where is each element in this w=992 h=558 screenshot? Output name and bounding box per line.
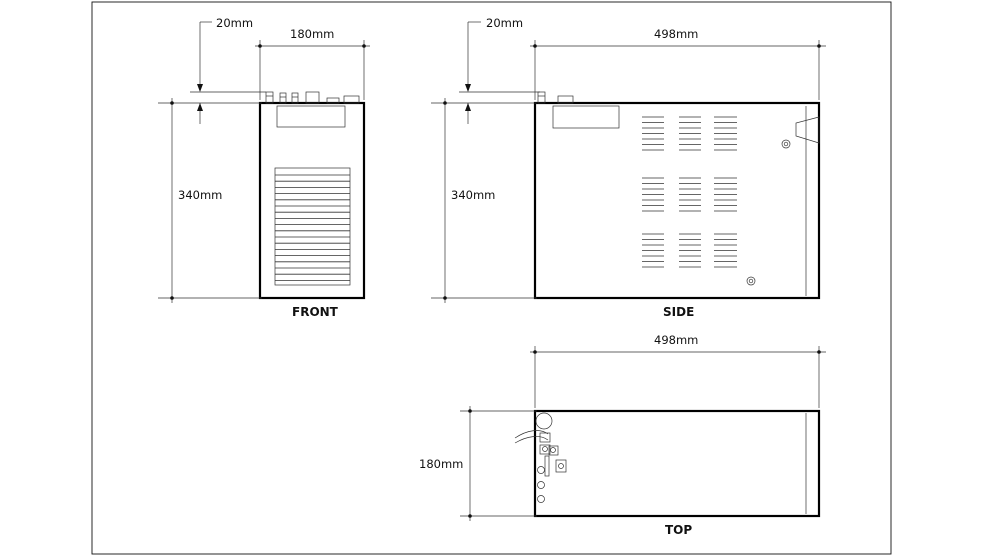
top-length-label: 498mm xyxy=(654,333,698,347)
top-body xyxy=(533,409,821,518)
front-grille-lines xyxy=(275,174,350,281)
side-screw-bottom xyxy=(746,276,756,286)
side-offset-dimension: 20mm xyxy=(459,16,540,124)
side-body xyxy=(533,101,821,300)
front-height-label: 340mm xyxy=(178,188,222,202)
front-body xyxy=(258,101,366,300)
front-width-dimension: 180mm xyxy=(255,27,370,100)
page-border xyxy=(91,1,892,555)
side-title: SIDE xyxy=(663,305,694,319)
side-height-dimension: 340mm xyxy=(431,98,537,303)
side-handle xyxy=(795,116,820,144)
front-view: 340mm 180mm 20mm FRONT xyxy=(158,16,370,319)
side-vents xyxy=(642,116,737,268)
front-title: FRONT xyxy=(292,305,339,319)
front-height-dimension: 340mm xyxy=(158,98,262,303)
front-top-panel xyxy=(276,105,346,128)
front-offset-label: 20mm xyxy=(216,16,253,30)
front-width-label: 180mm xyxy=(290,27,334,41)
side-length-label: 498mm xyxy=(654,27,698,41)
top-depth-label: 180mm xyxy=(419,457,463,471)
side-length-dimension: 498mm xyxy=(530,27,826,100)
side-view: 340mm 498mm 20mm SIDE xyxy=(431,16,826,319)
front-offset-dimension: 20mm xyxy=(190,16,266,124)
top-depth-dimension: 180mm xyxy=(419,406,537,521)
top-fittings xyxy=(514,412,567,503)
top-length-dimension: 498mm xyxy=(530,333,826,408)
side-screw-top xyxy=(781,139,791,149)
top-title: TOP xyxy=(665,523,692,537)
front-grille xyxy=(274,167,351,286)
side-height-label: 340mm xyxy=(451,188,495,202)
side-offset-label: 20mm xyxy=(486,16,523,30)
top-view: 498mm 180mm TOP xyxy=(419,333,826,537)
side-top-panel xyxy=(552,105,620,129)
front-connectors xyxy=(265,91,360,104)
